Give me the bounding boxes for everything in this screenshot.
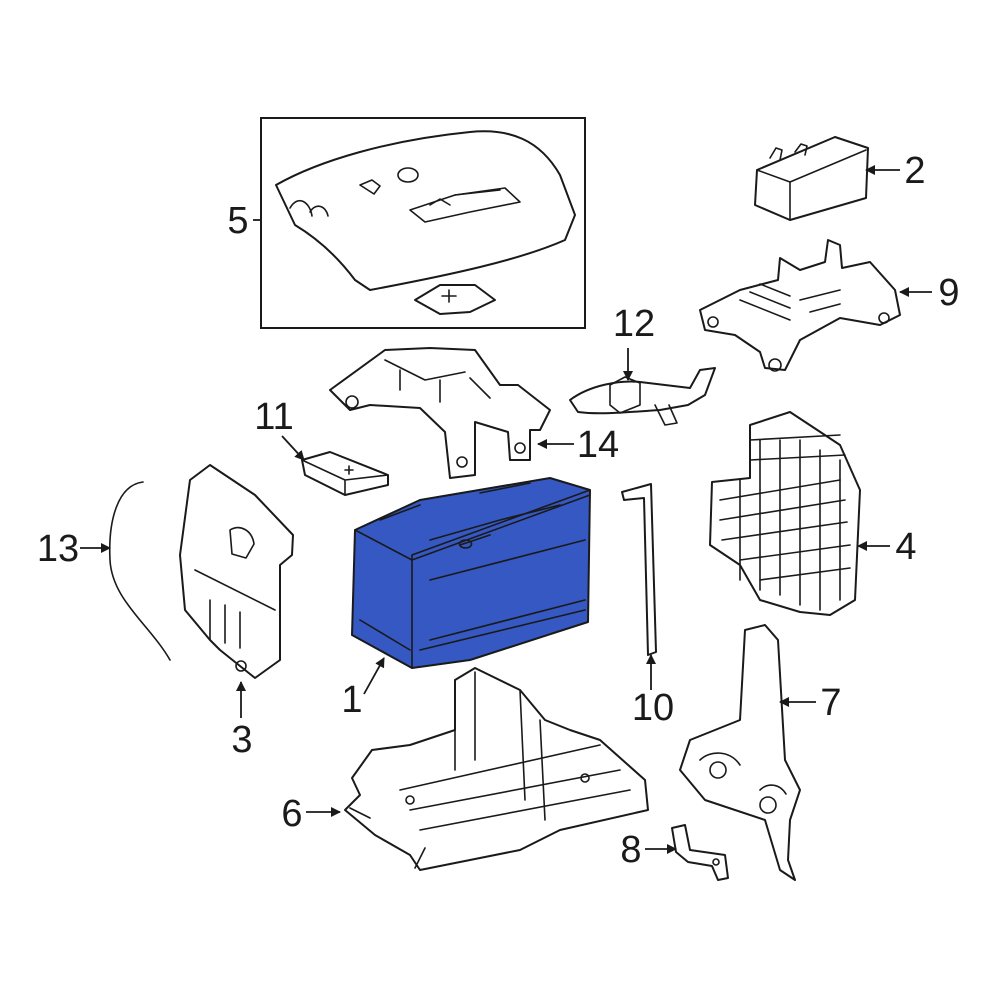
callout-3: 3 [231, 719, 252, 761]
callout-9: 9 [938, 272, 959, 314]
part-1-main-battery [351, 477, 591, 669]
callout-12: 12 [613, 303, 655, 345]
part-7-side-bracket [679, 624, 801, 881]
leader-lines [80, 165, 932, 854]
callout-14: 14 [577, 424, 619, 466]
callout-8: 8 [620, 829, 641, 871]
part-13-vent-tube [108, 481, 171, 661]
part-11-terminal-cover [301, 451, 389, 496]
part-8-clip-bracket [671, 824, 729, 881]
callout-7: 7 [820, 682, 841, 724]
leader-1 [363, 657, 385, 695]
part-3-left-shield [179, 464, 294, 679]
callout-6: 6 [281, 793, 302, 835]
part-10-hold-down-rod [621, 483, 657, 656]
part-2-auxiliary-battery [754, 136, 869, 221]
callout-2: 2 [904, 150, 925, 192]
part-14-battery-bracket [329, 347, 551, 479]
callout-13: 13 [37, 528, 79, 570]
callout-labels: 1 2 3 4 5 6 7 8 9 10 11 12 13 14 [37, 150, 960, 871]
part-6-battery-tray [344, 667, 649, 871]
part-9-mounting-bracket [699, 239, 901, 372]
callout-1: 1 [341, 679, 362, 721]
callout-4: 4 [895, 526, 916, 568]
part-12-hold-down-strap [569, 367, 716, 426]
leader-11 [281, 435, 305, 461]
callout-10: 10 [632, 687, 674, 729]
part-4-heat-shield [709, 411, 861, 616]
callout-5: 5 [227, 200, 248, 242]
part-5-battery-cover [253, 117, 586, 329]
callout-11: 11 [254, 396, 293, 438]
